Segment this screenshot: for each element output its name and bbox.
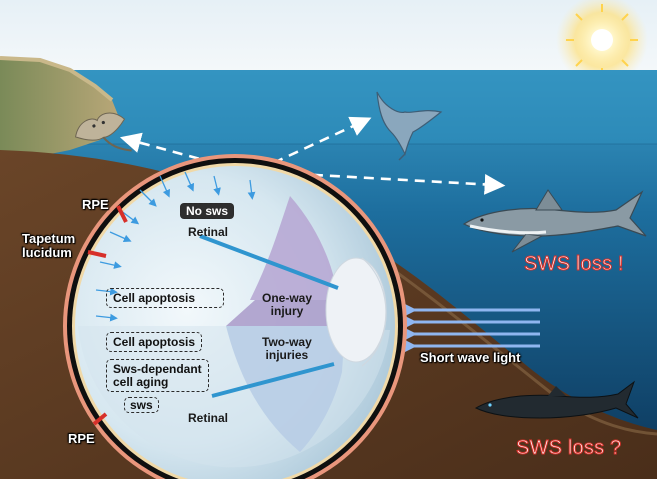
shark-icon (462, 189, 647, 253)
sws-aging-box: Sws-dependant cell aging (106, 359, 209, 393)
tapetum-lucidum-label: Tapetum lucidum (22, 231, 76, 260)
two-way-injuries-label: Two-way injuries (262, 335, 312, 363)
no-sws-badge: No sws (180, 203, 235, 219)
sws-loss-shark-label: SWS loss ! (524, 253, 625, 275)
retinal-top-label: Retinal (188, 225, 229, 239)
rpe-bottom-label: RPE (68, 431, 95, 446)
cell-apoptosis-top-box: Cell apoptosis (106, 288, 224, 308)
one-way-injury-label: One-way injury (262, 291, 313, 319)
stingray-icon (75, 112, 132, 152)
manta-ray-icon (376, 91, 443, 161)
retinal-bottom-label: Retinal (188, 411, 229, 425)
sws-loss-deep-label: SWS loss ? (515, 437, 622, 459)
deep-sea-shark-icon (474, 380, 639, 419)
rpe-top-label: RPE (82, 197, 109, 212)
short-wave-light-label: Short wave light (420, 350, 521, 365)
sws-box: sws (124, 397, 159, 413)
cell-apoptosis-bottom-box: Cell apoptosis (106, 332, 203, 352)
sun-icon (556, 0, 648, 86)
short-wave-light-arrows (399, 301, 540, 355)
sky (0, 0, 657, 72)
